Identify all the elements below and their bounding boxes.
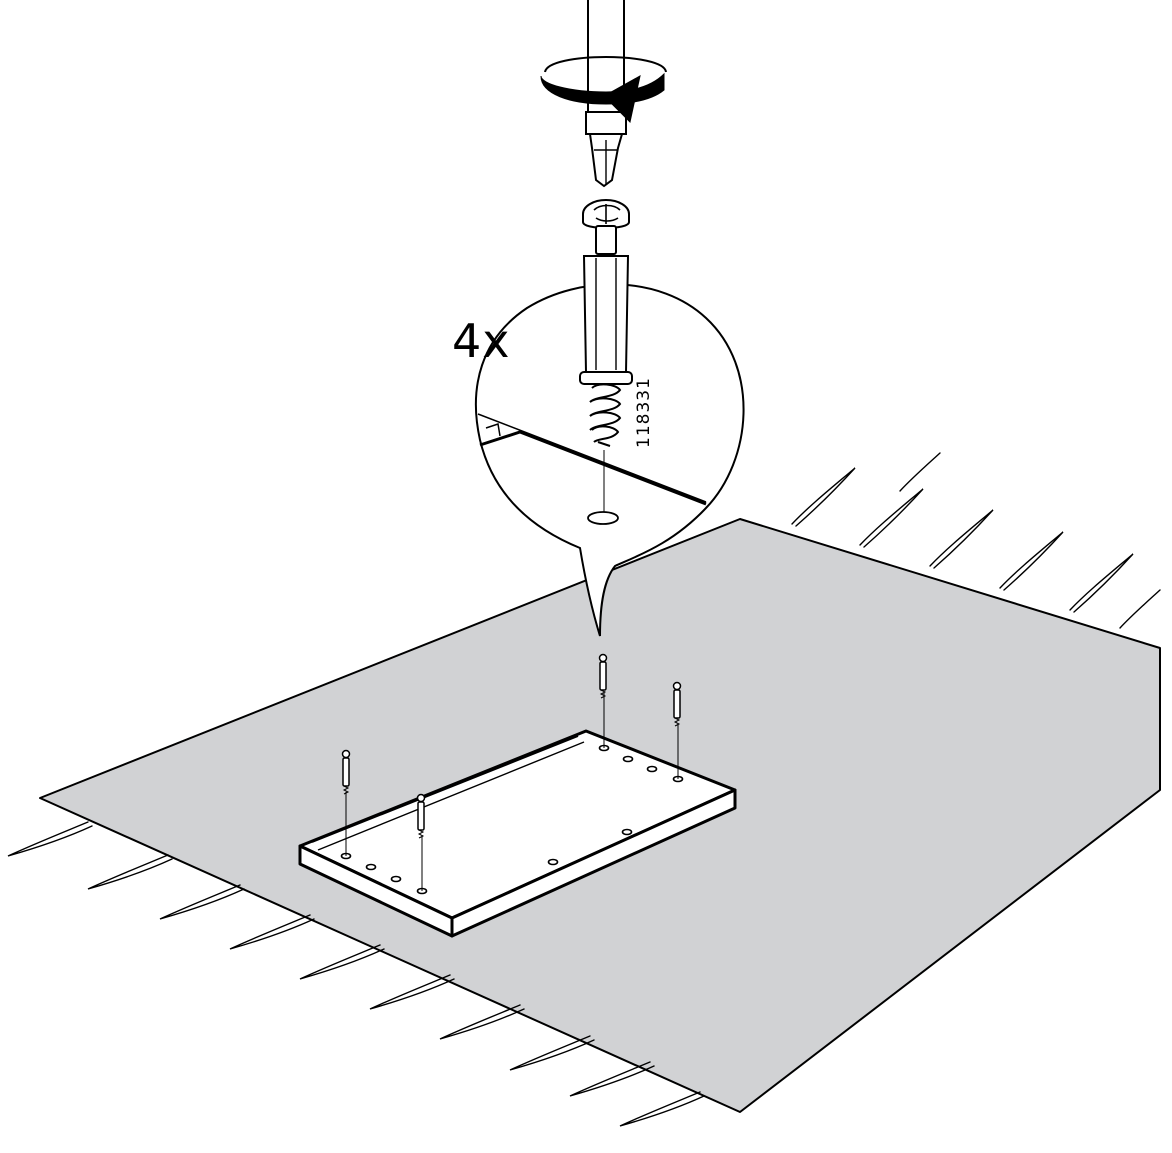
detail-callout [474, 283, 745, 637]
clockwise-rotation-arrow-icon [540, 56, 667, 124]
wood-panel [298, 729, 737, 938]
cam-dowel-icon [579, 199, 633, 447]
carpet-fringe [7, 452, 1161, 1127]
part-number-label: 118331 [634, 377, 654, 448]
quantity-label: 4x [452, 314, 511, 368]
cam-dowels-small [341, 653, 682, 891]
